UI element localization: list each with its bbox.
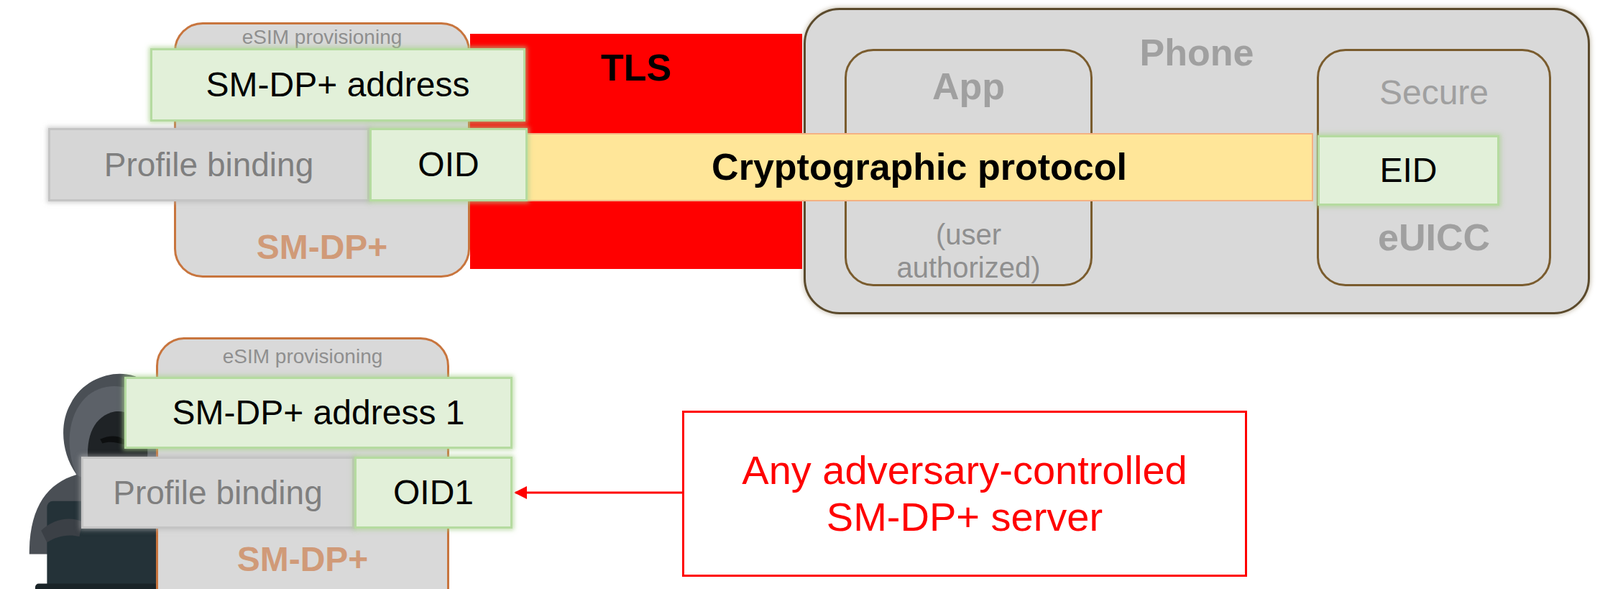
node-label: eUICC [1324,216,1544,260]
euicc-box: Secure eUICC EID [1316,48,1552,287]
oid-box: OID [369,127,528,202]
node-label: Profile binding [112,473,323,512]
address-box: SM-DP+ address [150,48,526,122]
node-label: EID [1379,150,1437,190]
node-label: eSIM provisioning [163,345,442,369]
node-label: eSIM provisioning [181,25,463,49]
arrow-connector [515,491,683,494]
protocol-band: Cryptographic protocol [525,132,1314,202]
node-label: SM-DP+ [181,227,463,267]
node-box: eSIM provisioningSM-DP+SM-DP+ addressPro… [173,22,471,278]
eid-box: EID [1317,135,1500,206]
node-label: Profile binding [104,145,315,185]
node-label: SM-DP+ [163,539,442,579]
node-label: (user authorized) [868,217,1069,284]
node-label: Secure [1324,72,1544,113]
callout-box: Any adversary-controlled SM-DP+ server [682,410,1248,577]
node-label: Cryptographic protocol [711,145,1128,190]
address-box: SM-DP+ address 1 [124,376,513,449]
node-label: OID [417,144,479,185]
node-label: SM-DP+ address 1 [172,392,466,432]
adversary-smdp-box: eSIM provisioningSM-DP+SM-DP+ address 1P… [155,337,450,589]
node-label: SM-DP+ address [206,64,471,105]
node-label: OID1 [393,472,474,512]
node-label: Any adversary-controlled SM-DP+ server [684,447,1245,540]
oid-box: OID1 [354,456,513,529]
binding-box: Profile binding [81,456,355,529]
node-label: App [852,65,1085,109]
binding-box: Profile binding [48,127,370,202]
